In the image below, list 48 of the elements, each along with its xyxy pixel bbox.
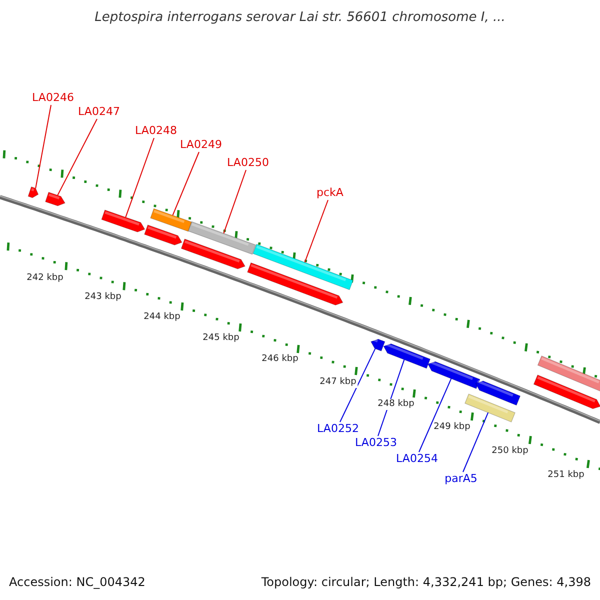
scale-label: 244 kbp (142, 312, 182, 323)
gene-feature (150, 208, 192, 232)
diagram-title: Leptospira interrogans serovar Lai str. 56601 chromosome I, ... (94, 11, 506, 24)
scale-label: 246 kbp (260, 354, 300, 365)
gene-feature (101, 210, 146, 232)
gene-feature (252, 244, 354, 290)
scale-label: 247 kbp (318, 377, 358, 388)
gene-label: parA5 (444, 473, 478, 484)
gene-label: LA0248 (135, 125, 177, 136)
gene-feature (464, 394, 516, 422)
gene-feature (370, 338, 386, 352)
gene-feature (533, 374, 600, 410)
leader-line (125, 138, 154, 218)
gene-label: LA0249 (180, 139, 222, 150)
accession-text: Accession: NC_004342 (9, 576, 146, 588)
leader-line (57, 118, 98, 196)
scale-label: 248 kbp (376, 399, 416, 410)
scale-label: 243 kbp (84, 292, 122, 303)
gene-feature (247, 262, 344, 306)
gene-feature (188, 221, 256, 255)
scale-label: 242 kbp (26, 273, 64, 284)
gene-label: LA0252 (317, 423, 359, 434)
leader-line (340, 348, 376, 422)
gene-label: LA0253 (355, 437, 397, 448)
gene-feature (427, 360, 480, 390)
scale-label: 251 kbp (546, 470, 586, 481)
scale-label: 250 kbp (490, 446, 530, 457)
scale-label: 249 kbp (432, 422, 472, 433)
gene-feature (180, 238, 246, 270)
gene-feature (144, 224, 182, 246)
leader-line (418, 378, 452, 452)
gene-label: LA0250 (227, 157, 269, 168)
leader-line (35, 104, 52, 189)
leader-line (223, 170, 246, 234)
leader-line (172, 152, 200, 216)
gene-feature (28, 186, 39, 198)
gene-label: LA0254 (396, 453, 438, 464)
gene-feature (45, 192, 66, 206)
gene-feature (383, 342, 431, 369)
leader-line (462, 412, 489, 472)
gene-feature (537, 356, 600, 392)
genome-summary-text: Topology: circular; Length: 4,332,241 bp; Genes: 4,398 (261, 576, 591, 588)
gene-label: LA0247 (78, 106, 120, 117)
leader-line (304, 200, 328, 263)
gene-label: pckA (316, 187, 344, 198)
gene-label: LA0246 (32, 92, 74, 103)
gene-feature (475, 380, 521, 406)
scale-label: 245 kbp (202, 333, 240, 344)
